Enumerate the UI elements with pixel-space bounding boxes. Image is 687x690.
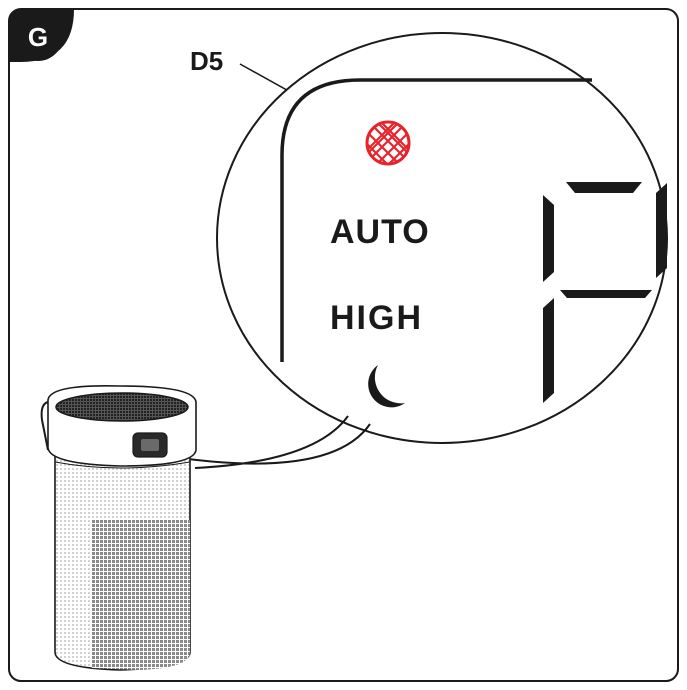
purifier-top-grille [55, 392, 189, 422]
air-purifier-device [40, 384, 197, 671]
segment-lower-left [543, 298, 554, 403]
segment-upper-left [543, 195, 554, 282]
callout-bubble-tail [194, 415, 349, 469]
purifier-lower-mesh [92, 520, 190, 670]
moon-icon [368, 365, 405, 408]
segment-upper-right [656, 183, 667, 278]
purifier-handle [40, 401, 49, 451]
mode-label-high: HIGH [330, 299, 423, 337]
segment-middle [560, 290, 652, 298]
callout-label-d5: D5 [190, 46, 223, 76]
magnified-display-bubble [216, 32, 668, 444]
seven-segment-digit [543, 182, 667, 403]
display-panel-edge [280, 78, 592, 362]
badge-letter: G [28, 22, 48, 52]
figure-badge: G [9, 9, 74, 62]
figure-frame [8, 8, 679, 682]
mode-label-auto: AUTO [330, 213, 430, 251]
segment-top [566, 182, 642, 193]
